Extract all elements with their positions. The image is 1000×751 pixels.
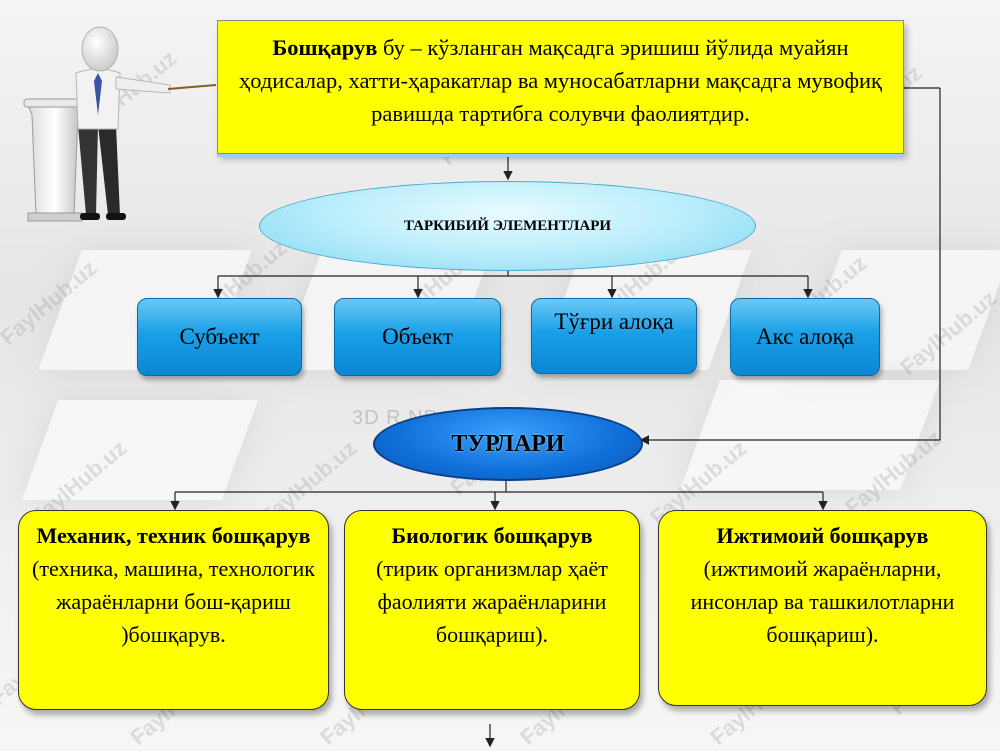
- types-header-ellipse: ТУРЛАРИ: [373, 407, 643, 481]
- definition-text: бу – кўзланган мақсадга эришиш йўлида му…: [238, 35, 882, 126]
- element-direct-link: Тўғри алоқа: [531, 298, 697, 374]
- types-header: ТУРЛАРИ: [451, 430, 565, 457]
- type-title: Механик, техник бошқарув: [36, 523, 311, 548]
- element-feedback-link: Акс алоқа: [730, 298, 880, 376]
- definition-term: Бошқарув: [272, 35, 378, 60]
- element-label: Акс алоқа: [756, 324, 854, 349]
- type-desc: (тирик организмлар ҳаёт фаолияти жараёнл…: [376, 556, 608, 647]
- element-subject: Субъект: [137, 298, 302, 376]
- element-label: Объект: [382, 324, 453, 349]
- type-card-mechanical: Механик, техник бошқарув (техника, машин…: [18, 510, 329, 710]
- presenter-figure: [23, 26, 217, 222]
- type-card-social: Ижтимоий бошқарув (ижтимоий жараёнларни,…: [658, 510, 987, 706]
- type-title: Ижтимоий бошқарув: [716, 523, 929, 548]
- elements-header-ellipse: ТАРКИБИЙ ЭЛЕМЕНТЛАРИ: [259, 181, 756, 271]
- type-card-biological: Биологик бошқарув (тирик организмлар ҳаё…: [344, 510, 640, 710]
- elements-header: ТАРКИБИЙ ЭЛЕМЕНТЛАРИ: [403, 217, 612, 234]
- element-object: Объект: [334, 298, 501, 376]
- type-desc: (техника, машина, технологик жараёнларни…: [32, 556, 315, 647]
- type-title: Биологик бошқарув: [391, 523, 593, 548]
- definition-box: Бошқарув бу – кўзланган мақсадга эришиш …: [217, 20, 904, 154]
- element-label: Субъект: [179, 324, 260, 349]
- type-desc: (ижтимоий жараёнларни, инсонлар ва ташки…: [690, 556, 955, 647]
- element-label: Тўғри алоқа: [554, 309, 674, 334]
